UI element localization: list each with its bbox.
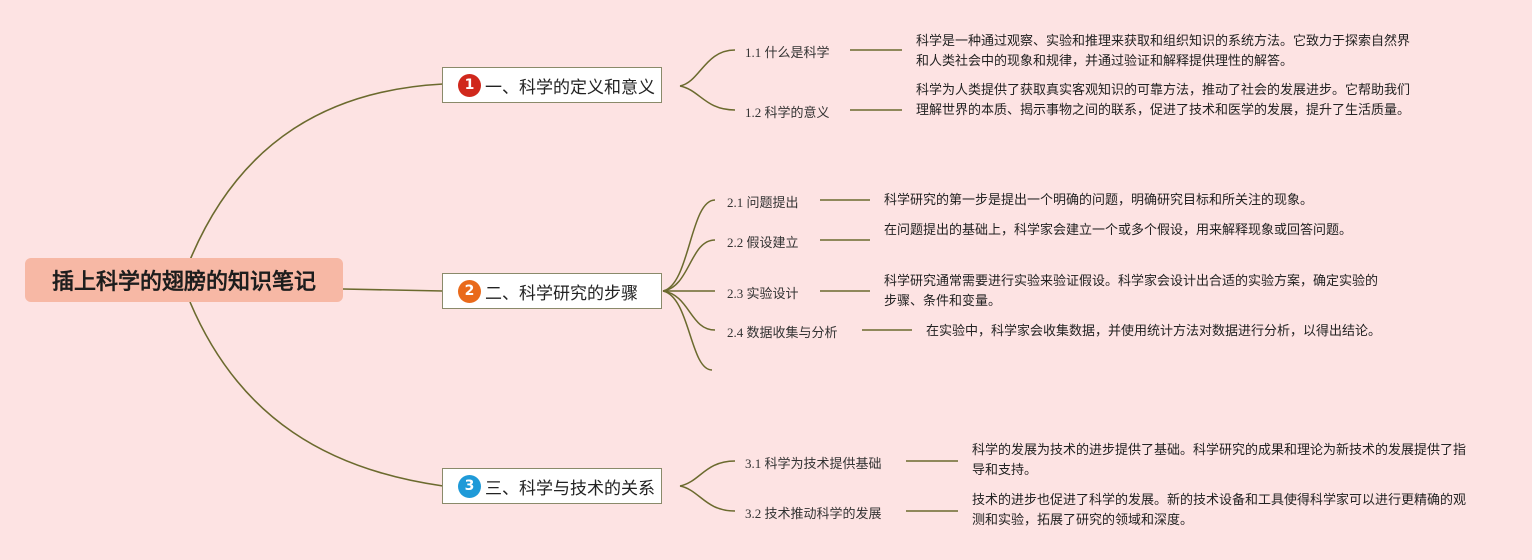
subtopic-2-2[interactable]: 2.2 假设建立 bbox=[727, 235, 799, 250]
connector-root-branch-1 bbox=[189, 83, 444, 261]
branch-topic-3[interactable]: 3 三、科学与技术的关系 bbox=[442, 468, 662, 504]
connector-branch2-sub4 bbox=[662, 290, 716, 331]
subtopic-2-1[interactable]: 2.1 问题提出 bbox=[727, 195, 799, 210]
note-2-2: 在问题提出的基础上，科学家会建立一个或多个假设，用来解释现象或回答问题。 bbox=[884, 223, 1353, 238]
branch-topic-label: 三、科学与技术的关系 bbox=[485, 478, 655, 499]
note-2-3: 科学研究通常需要进行实验来验证假设。科学家会设计出合适的实验方案，确定实验的步骤… bbox=[884, 274, 1379, 309]
branch-topic-1[interactable]: 1 一、科学的定义和意义 bbox=[442, 67, 662, 103]
connector-branch1-sub1 bbox=[679, 49, 736, 87]
note-2-4: 在实验中，科学家会收集数据，并使用统计方法对数据进行分析，以得出结论。 bbox=[926, 324, 1382, 339]
subtopic-2-4[interactable]: 2.4 数据收集与分析 bbox=[727, 325, 838, 340]
root-topic[interactable]: 插上科学的翅膀的知识笔记 bbox=[25, 258, 343, 302]
note-3-1: 科学的发展为技术的进步提供了基础。科学研究的成果和理论为新技术的发展提供了指导和… bbox=[972, 443, 1467, 478]
connector-root-branch-2 bbox=[342, 288, 444, 292]
priority-2-icon: 2 bbox=[458, 279, 481, 303]
branch-topic-label: 二、科学研究的步骤 bbox=[485, 283, 638, 304]
branch-topic-2[interactable]: 2 二、科学研究的步骤 bbox=[442, 273, 662, 309]
note-1-2: 科学为人类提供了获取真实客观知识的可靠方法，推动了社会的发展进步。它帮助我们理解… bbox=[916, 83, 1411, 118]
note-3-2: 技术的进步也促进了科学的发展。新的技术设备和工具使得科学家可以进行更精确的观测和… bbox=[972, 493, 1467, 528]
connector-branch1-sub2 bbox=[679, 85, 736, 111]
connector-root-branch-3 bbox=[189, 301, 444, 487]
note-2-1: 科学研究的第一步是提出一个明确的问题，明确研究目标和所关注的现象。 bbox=[884, 193, 1314, 208]
priority-3-icon: 3 bbox=[458, 474, 481, 498]
root-topic-label: 插上科学的翅膀的知识笔记 bbox=[51, 270, 316, 295]
subtopic-1-1[interactable]: 1.1 什么是科学 bbox=[745, 45, 830, 60]
connector-branch2-sub1 bbox=[662, 199, 716, 292]
branch-topic-label: 一、科学的定义和意义 bbox=[485, 77, 655, 98]
connector-branch3-sub1 bbox=[679, 460, 736, 487]
subtopic-3-1[interactable]: 3.1 科学为技术提供基础 bbox=[745, 456, 882, 471]
subtopic-3-2[interactable]: 3.2 技术推动科学的发展 bbox=[745, 506, 882, 521]
subtopic-1-2[interactable]: 1.2 科学的意义 bbox=[745, 105, 830, 120]
note-1-1: 科学是一种通过观察、实验和推理来获取和组织知识的系统方法。它致力于探索自然界和人… bbox=[916, 34, 1411, 69]
connector-branch2-sub2 bbox=[662, 239, 716, 292]
connector-branch3-sub2 bbox=[679, 485, 736, 512]
priority-1-icon: 1 bbox=[458, 73, 481, 97]
connector-branch2-sub5 bbox=[662, 290, 713, 371]
subtopic-2-3[interactable]: 2.3 实验设计 bbox=[727, 286, 799, 301]
